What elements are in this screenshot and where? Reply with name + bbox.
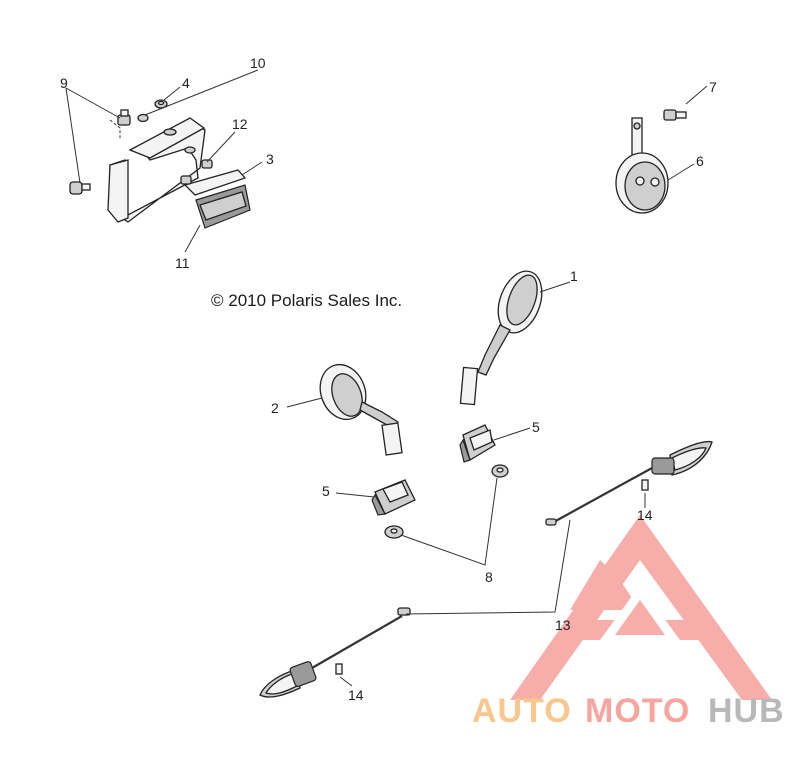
callout-9: 9 — [60, 75, 68, 91]
bolt-9-top — [117, 109, 131, 126]
nut-8-left — [384, 525, 404, 539]
callout-6: 6 — [696, 153, 704, 169]
watermark-logo — [510, 515, 772, 700]
callout-2: 2 — [271, 400, 279, 416]
bolt-9-bottom — [69, 181, 91, 195]
turn-signal-left — [259, 607, 411, 698]
callout-13: 13 — [555, 617, 571, 633]
callout-7: 7 — [709, 79, 717, 95]
mirror-left — [319, 363, 403, 456]
bolt-7 — [663, 109, 687, 121]
watermark-moto: MOTO — [585, 692, 690, 730]
callout-5-upper: 5 — [532, 419, 540, 435]
watermark-auto: AUTO — [472, 692, 572, 730]
callout-11: 11 — [175, 255, 190, 271]
horn — [615, 117, 669, 214]
callout-14-upper: 14 — [637, 507, 653, 523]
callout-8: 8 — [485, 569, 493, 585]
turn-signal-right — [545, 440, 713, 526]
watermark-hub: HUB — [708, 692, 785, 730]
tail-light — [195, 184, 251, 229]
screw-14-upper — [641, 479, 649, 491]
callout-12: 12 — [232, 116, 248, 132]
mirror-clamp-upper — [459, 424, 496, 463]
mirror-clamp-lower — [371, 479, 416, 516]
callout-3: 3 — [266, 151, 274, 167]
callout-4: 4 — [182, 75, 190, 91]
license-bracket — [107, 117, 247, 223]
callout-5-lower: 5 — [322, 483, 330, 499]
screw-14-lower — [335, 663, 343, 675]
callout-14-lower: 14 — [348, 687, 364, 703]
nut-8-right — [491, 464, 509, 478]
spacer-12 — [180, 159, 213, 185]
callout-10: 10 — [250, 55, 266, 71]
copyright-text: © 2010 Polaris Sales Inc. — [211, 291, 402, 310]
mirror-right — [459, 270, 543, 406]
nut-4 — [154, 99, 168, 109]
nut-10 — [137, 113, 149, 123]
callout-1: 1 — [570, 268, 578, 284]
